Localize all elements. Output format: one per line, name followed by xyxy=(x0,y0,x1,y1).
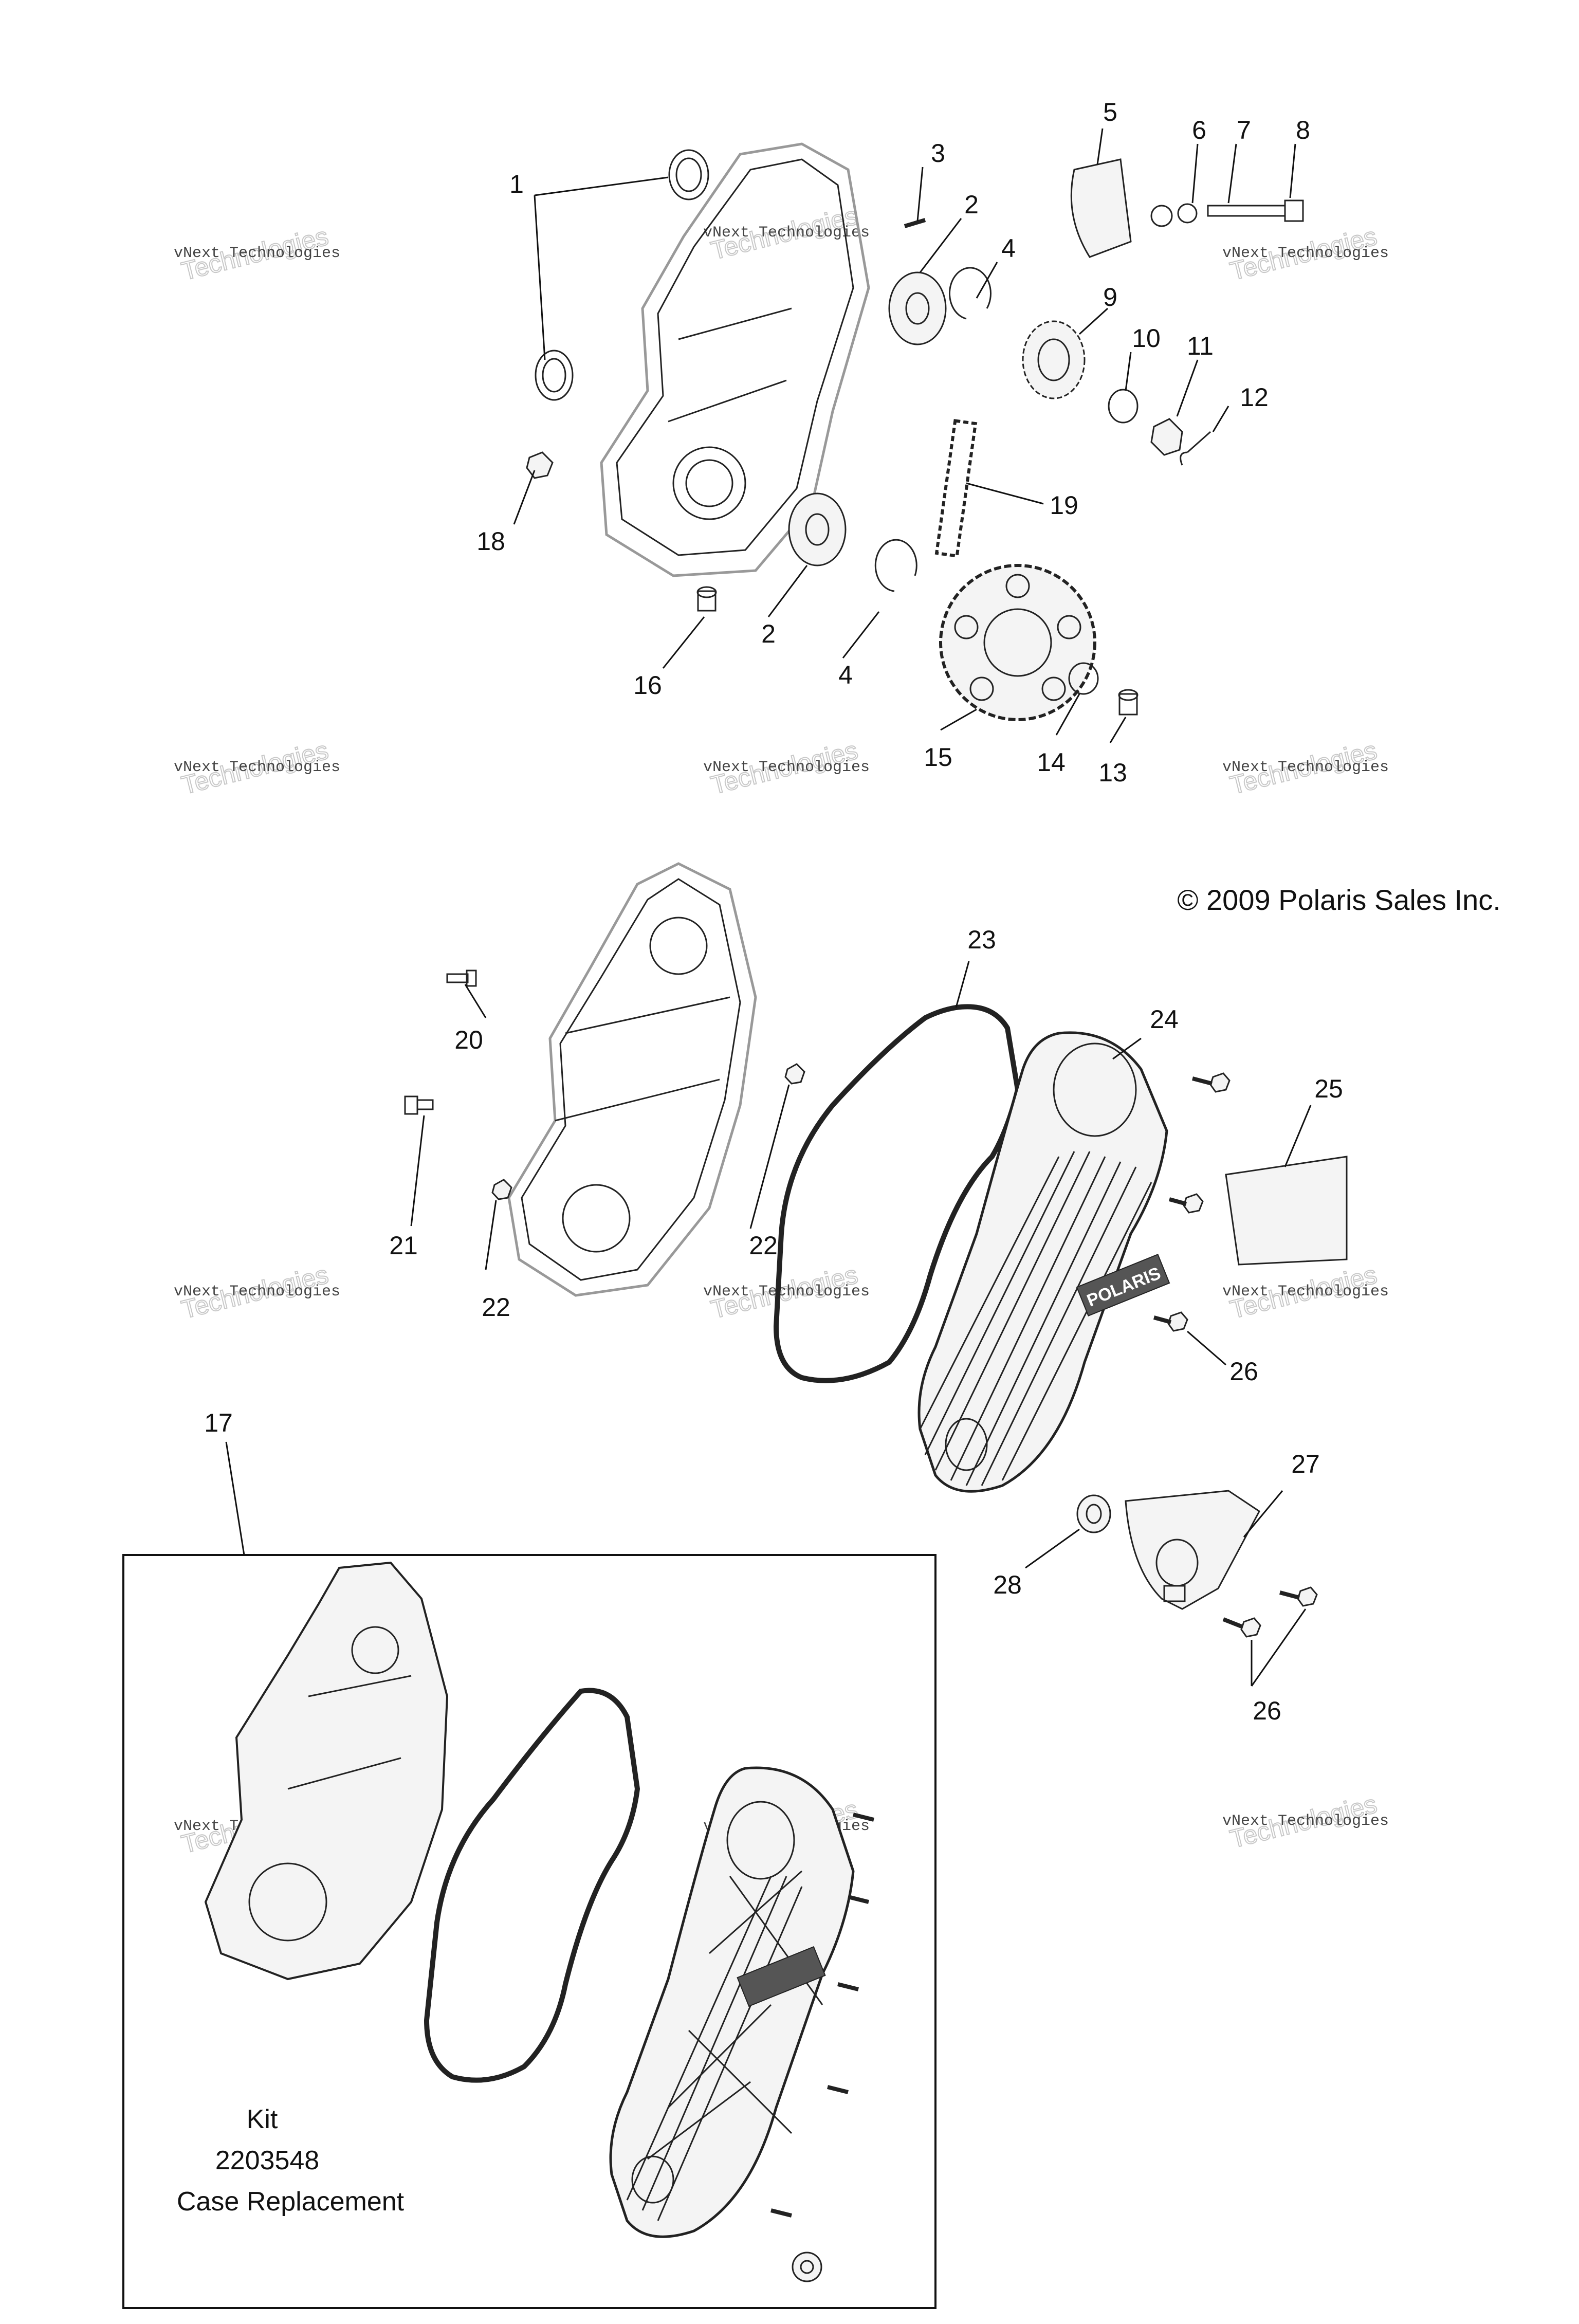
bolt-20 xyxy=(446,969,477,987)
svg-text:vNext Technologies: vNext Technologies xyxy=(1222,1283,1389,1301)
watermark: Technologies vNext Technologies xyxy=(174,221,340,286)
kit-cover xyxy=(609,1766,855,2238)
bearing-cap xyxy=(1125,1490,1260,1610)
watermark: Technologies vNext Technologies xyxy=(1222,735,1389,800)
watermark: Technologies vNext Technologies xyxy=(1222,1789,1389,1854)
chaincase-top xyxy=(600,142,870,577)
seal-lower xyxy=(535,350,574,401)
cotter-pin xyxy=(1180,431,1211,466)
tensioner-nut xyxy=(1150,205,1173,227)
tensioner-washer xyxy=(1177,203,1198,224)
callout-15: 15 xyxy=(924,743,952,772)
watermark: Technologies vNext Technologies xyxy=(1222,221,1389,286)
bearing-upper xyxy=(888,271,947,345)
decal xyxy=(1225,1156,1348,1266)
svg-text:vNext Technologies: vNext Technologies xyxy=(1222,245,1389,262)
svg-text:vNext Technologies: vNext Technologies xyxy=(174,759,340,776)
callout-7: 7 xyxy=(1237,116,1251,144)
callout-28: 28 xyxy=(993,1570,1022,1599)
svg-text:vNext Technologies: vNext Technologies xyxy=(174,1283,340,1301)
nut-18 xyxy=(526,451,554,479)
nut-22-b xyxy=(491,1179,512,1200)
watermark: Technologies vNext Technologies xyxy=(703,1259,870,1325)
callout-18: 18 xyxy=(476,527,505,556)
callout-22: 22 xyxy=(749,1231,778,1260)
svg-text:vNext Technologies: vNext Technologies xyxy=(1222,1813,1389,1830)
chaincase-cover: POLARIS xyxy=(917,1031,1170,1493)
snap-ring-upper xyxy=(948,267,992,320)
callout-2: 2 xyxy=(761,619,776,648)
watermark: Technologies vNext Technologies xyxy=(703,735,870,800)
copyright-notice: © 2009 Polaris Sales Inc. xyxy=(1177,884,1501,916)
tensioner-bolt xyxy=(1207,199,1304,222)
kit-chaincase xyxy=(204,1561,449,1981)
callout-26: 26 xyxy=(1253,1696,1281,1725)
seal-28 xyxy=(1076,1494,1111,1533)
bolt-26-a xyxy=(1191,1072,1231,1093)
callout-4: 4 xyxy=(1001,234,1016,263)
callout-9: 9 xyxy=(1103,283,1117,312)
callouts: 1 2 2 3 4 4 5 6 7 8 9 10 11 12 13 14 15 … xyxy=(204,98,1343,1725)
kit-part-number: 2203548 xyxy=(215,2146,319,2175)
callout-26: 26 xyxy=(1229,1357,1258,1386)
svg-text:vNext Technologies: vNext Technologies xyxy=(703,759,870,776)
callout-25: 25 xyxy=(1314,1074,1343,1103)
bolt-26-e xyxy=(1222,1617,1261,1638)
drive-sprocket xyxy=(1022,320,1086,399)
callout-20: 20 xyxy=(454,1026,483,1054)
kit-gasket xyxy=(424,1688,640,2083)
bolt-26-b xyxy=(1168,1193,1204,1214)
callout-27: 27 xyxy=(1291,1450,1320,1478)
drain-plug xyxy=(696,586,717,612)
watermark: Technologies vNext Technologies xyxy=(174,1259,340,1325)
bolt-21 xyxy=(404,1095,434,1115)
chaincase-mid xyxy=(507,862,757,1297)
kit-bolts xyxy=(770,1813,874,2282)
bolt-26-d xyxy=(1279,1586,1318,1607)
snap-ring-lower xyxy=(874,539,917,592)
svg-text:vNext Technologies: vNext Technologies xyxy=(1222,759,1389,776)
callout-14: 14 xyxy=(1037,748,1066,777)
bolt-26-c xyxy=(1153,1311,1188,1332)
watermark: Technologies vNext Technologies xyxy=(1222,1259,1389,1325)
washer-14 xyxy=(1068,662,1099,695)
callout-16: 16 xyxy=(633,671,662,700)
leader-lines xyxy=(225,128,1312,1687)
callout-4: 4 xyxy=(838,661,853,689)
kit-box xyxy=(122,1554,937,2309)
callout-1: 1 xyxy=(509,170,524,198)
callout-13: 13 xyxy=(1098,758,1127,787)
svg-text:vNext Technologies: vNext Technologies xyxy=(174,245,340,262)
tensioner-block xyxy=(1070,158,1132,258)
dowel-pin xyxy=(904,218,926,228)
driven-sprocket xyxy=(939,564,1096,721)
washer xyxy=(1108,389,1139,424)
svg-text:vNext Technologies: vNext Technologies xyxy=(703,1283,870,1301)
kit-label: Kit xyxy=(247,2105,278,2134)
chain xyxy=(934,419,978,558)
callout-2: 2 xyxy=(964,190,979,219)
callout-21: 21 xyxy=(389,1231,418,1260)
bolt-13 xyxy=(1118,689,1139,716)
callout-10: 10 xyxy=(1132,324,1161,353)
watermark: Technologies vNext Technologies xyxy=(174,735,340,800)
callout-12: 12 xyxy=(1240,383,1269,412)
callout-23: 23 xyxy=(967,925,996,954)
callout-19: 19 xyxy=(1050,491,1078,520)
callout-24: 24 xyxy=(1150,1005,1179,1034)
bearing-lower xyxy=(788,492,847,566)
kit-description: Case Replacement xyxy=(177,2187,405,2217)
callout-5: 5 xyxy=(1103,98,1117,126)
seal-upper xyxy=(668,149,709,200)
svg-text:vNext Technologies: vNext Technologies xyxy=(703,224,870,242)
callout-22: 22 xyxy=(482,1293,510,1322)
nut-22-a xyxy=(784,1063,805,1085)
callout-8: 8 xyxy=(1296,116,1310,144)
callout-17: 17 xyxy=(204,1408,233,1437)
callout-11: 11 xyxy=(1187,332,1214,360)
callout-6: 6 xyxy=(1192,116,1206,144)
callout-3: 3 xyxy=(931,139,945,168)
nut xyxy=(1150,418,1183,456)
